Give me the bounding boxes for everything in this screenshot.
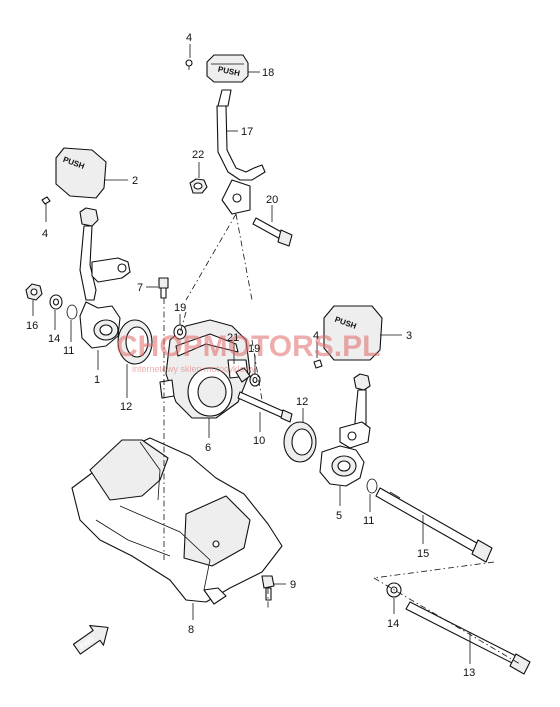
part-3-right-cover: PUSH [323, 305, 383, 361]
callout-16: 16 [26, 320, 38, 332]
callout-12-left: 12 [120, 401, 132, 413]
callout-19-right: 19 [248, 343, 260, 355]
callout-17: 17 [241, 126, 253, 138]
part-18-top-cover: PUSH [206, 54, 249, 83]
part-22-nut [189, 178, 208, 194]
part-5-lever-assembly [319, 373, 371, 487]
callout-3: 3 [406, 330, 412, 342]
part-4-screw-top [185, 59, 193, 70]
callout-10: 10 [253, 435, 265, 447]
part-7-bolt [158, 277, 169, 299]
callout-22: 22 [192, 149, 204, 161]
callout-1: 1 [94, 374, 100, 386]
callout-11-right: 11 [363, 515, 374, 527]
part-21-bushing [235, 367, 251, 383]
part-19-washer-right [249, 373, 261, 387]
callout-4-right: 4 [313, 330, 319, 342]
callout-20: 20 [266, 194, 278, 206]
part-12-seal-left [117, 319, 153, 365]
callout-8: 8 [188, 624, 194, 636]
callout-21: 21 [227, 332, 239, 344]
part-6-housing [159, 319, 251, 419]
part-11-ring-left [66, 304, 78, 320]
watermark-sub: internetowy sklep motocyklowy [132, 364, 256, 374]
part-14-washer-left [49, 294, 63, 310]
part-2-left-cover: PUSH [55, 147, 107, 199]
part-13-long-bolt [405, 601, 531, 675]
callout-15: 15 [417, 548, 429, 560]
callout-labels: 4 18 17 22 2 20 4 7 19 16 4 3 14 21 11 1… [26, 32, 475, 679]
callout-13: 13 [463, 667, 475, 679]
callout-6: 6 [205, 442, 211, 454]
part-4-screw-right [313, 359, 323, 369]
callout-7: 7 [137, 282, 143, 294]
watermark: CHOPMOTORS.PL internetowy sklep motocykl… [116, 330, 380, 374]
callout-9: 9 [290, 579, 296, 591]
part-16-nut [25, 283, 43, 301]
callout-4-left: 4 [42, 228, 48, 240]
part-15-shaft [375, 487, 493, 563]
part-9-bolt [261, 575, 275, 601]
part-20-bolt [252, 217, 293, 247]
part-1-lever-assembly [79, 207, 131, 349]
callout-12-right: 12 [296, 396, 308, 408]
part-12-seal-right [283, 421, 317, 463]
callout-2: 2 [132, 175, 138, 187]
callout-14-left: 14 [48, 333, 60, 345]
part-19-washer-left [173, 324, 187, 340]
callout-18: 18 [262, 67, 274, 79]
watermark-main: CHOPMOTORS.PL [116, 330, 380, 363]
part-10-shaft [237, 391, 293, 423]
part-8-bracket [71, 437, 283, 605]
part-11-ring-right [366, 478, 378, 494]
callout-11-left: 11 [63, 345, 74, 357]
forward-arrow-icon: FWD [72, 625, 109, 655]
callout-19-left: 19 [174, 302, 186, 314]
callout-14-right: 14 [387, 618, 399, 630]
assembly-lines [163, 213, 521, 665]
callout-5: 5 [336, 510, 342, 522]
part-4-screw-left [41, 196, 51, 205]
part-17-shift-lever [216, 89, 266, 215]
callout-4-top: 4 [186, 32, 192, 44]
